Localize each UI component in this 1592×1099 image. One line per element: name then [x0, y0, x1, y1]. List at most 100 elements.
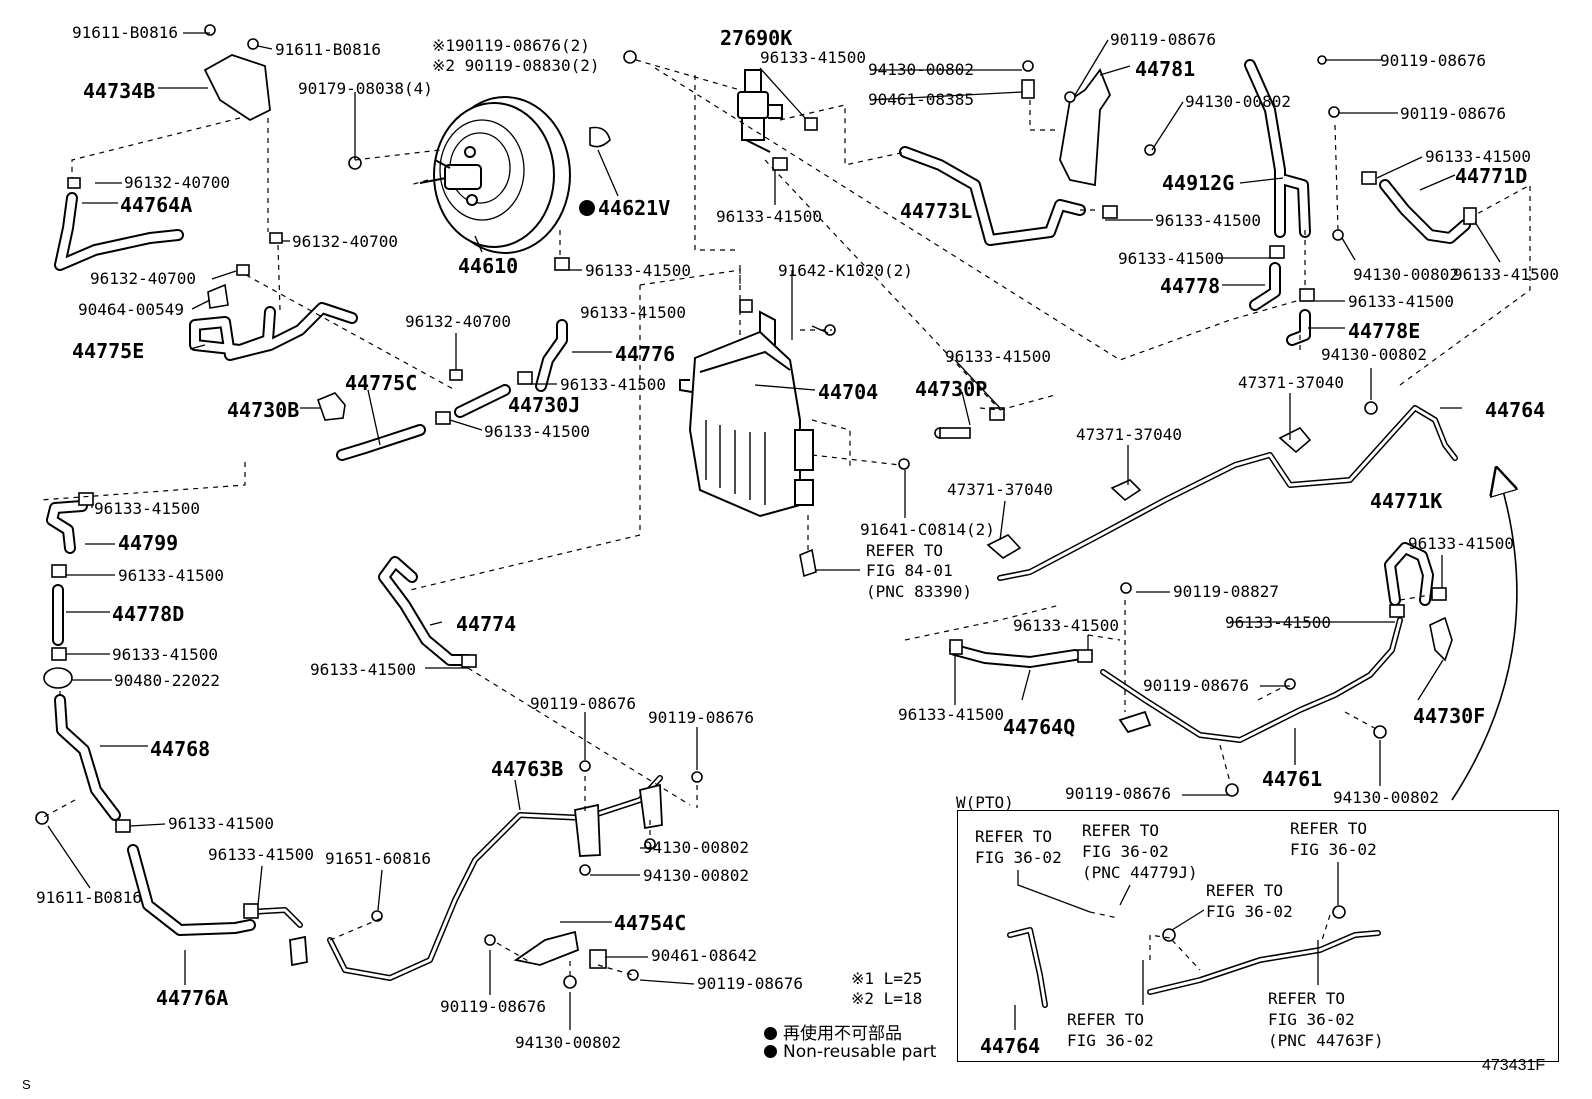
legend-english: Non-reusable part [764, 1042, 936, 1062]
part-label: 44610 [458, 254, 519, 278]
part-label: REFER TO [1082, 821, 1160, 840]
part-label: 44763B [491, 757, 564, 781]
part-label: 44774 [456, 612, 517, 636]
direction-arrow [1451, 480, 1517, 801]
pto-inset-frame [957, 810, 1559, 1062]
part-label: 96133-41500 [208, 845, 314, 864]
part-label: 44734B [83, 79, 156, 103]
part-label: 96133-41500 [580, 303, 686, 322]
note-length-2: ※2 L=18 [851, 989, 923, 1008]
part-label: 96133-41500 [1425, 147, 1531, 166]
part-label: 90119-08676 [530, 694, 636, 713]
part-label: 94130-00802 [1321, 345, 1427, 364]
reservoir-tank [679, 310, 814, 518]
fasteners [35, 24, 1477, 989]
dashed-guides [39, 59, 1531, 976]
part-label: 96133-41500 [1225, 613, 1331, 632]
part-label: 96132-40700 [124, 173, 230, 192]
part-label: 44775C [345, 371, 418, 395]
part-label: REFER TO [1206, 881, 1284, 900]
part-label: 94130-00802 [1353, 265, 1459, 284]
part-label: 91651-60816 [325, 849, 431, 868]
part-label: 90480-22022 [114, 671, 220, 690]
part-label: W(PTO) [956, 793, 1014, 812]
part-label: 44761 [1262, 767, 1323, 791]
part-label: REFER TO [975, 827, 1053, 846]
part-label: REFER TO [1067, 1010, 1145, 1029]
part-label: 96133-41500 [484, 422, 590, 441]
part-label: 96132-40700 [90, 269, 196, 288]
part-label: 96133-41500 [898, 705, 1004, 724]
part-label: 96132-40700 [292, 232, 398, 251]
part-label: 90119-08676 [1380, 51, 1486, 70]
brake-booster [419, 96, 571, 254]
vacuum-valve [737, 69, 783, 153]
part-label: 44778D [112, 602, 185, 626]
part-label: 96133-41500 [1408, 534, 1514, 553]
part-label: 90119-08676 [1143, 676, 1249, 695]
legend-english-text: Non-reusable part [783, 1042, 937, 1062]
part-label: 90119-08676 [440, 997, 546, 1016]
part-label: 96133-41500 [1118, 249, 1224, 268]
part-label: 91611-B0816 [275, 40, 381, 59]
part-label: 91611-B0816 [72, 23, 178, 42]
part-label: FIG 36-02 [1067, 1031, 1154, 1050]
part-label: 44771D [1455, 164, 1528, 188]
part-label: 44776 [615, 342, 676, 366]
part-label: 44764Q [1003, 715, 1076, 739]
part-label: 94130-00802 [1185, 92, 1291, 111]
part-label: ※190119-08676(2) [432, 36, 590, 55]
part-label: 44781 [1135, 57, 1196, 81]
part-label: 96133-41500 [310, 660, 416, 679]
part-label: ※2 90119-08830(2) [432, 56, 600, 75]
part-label: 90461-08642 [651, 946, 757, 965]
part-label: 96133-41500 [585, 261, 691, 280]
legend-japanese: 再使用不可部品 [764, 1019, 902, 1044]
part-label: 44704 [818, 380, 879, 404]
part-label: 47371-37040 [1076, 425, 1182, 444]
part-label: 44776A [156, 986, 229, 1010]
part-label: 44799 [118, 531, 179, 555]
part-label: FIG 36-02 [1268, 1010, 1355, 1029]
part-label: (PNC 44779J) [1082, 863, 1198, 882]
part-label: FIG 36-02 [1290, 840, 1377, 859]
part-label: FIG 36-02 [1206, 902, 1293, 921]
hoses [46, 59, 1471, 936]
vacuum-pipes [247, 405, 1458, 1008]
part-label: 44730P [915, 377, 988, 401]
part-label: 94130-00802 [868, 60, 974, 79]
part-label: 94130-00802 [643, 866, 749, 885]
part-label: FIG 36-02 [1082, 842, 1169, 861]
part-label: 90119-08676 [697, 974, 803, 993]
part-label: 96133-41500 [168, 814, 274, 833]
part-label: REFER TO [1268, 989, 1346, 1008]
part-label: 44730B [227, 398, 300, 422]
part-label: 94130-00802 [515, 1033, 621, 1052]
part-label: 44754C [614, 911, 687, 935]
part-label: 27690K [720, 26, 793, 50]
part-label: 44764A [120, 193, 193, 217]
part-label: FIG 36-02 [975, 848, 1062, 867]
part-label: REFER TO [1290, 819, 1368, 838]
part-label: REFER TO [866, 541, 944, 560]
part-label: 44764 [1485, 398, 1546, 422]
figure-code: 473431F [1482, 1057, 1546, 1074]
corner-mark: S [22, 1077, 31, 1092]
part-label: 94130-00802 [1333, 788, 1439, 807]
part-label: 47371-37040 [947, 480, 1053, 499]
part-label: 96133-41500 [118, 566, 224, 585]
part-label: 44912G [1162, 171, 1235, 195]
part-label: 96133-41500 [560, 375, 666, 394]
part-label: 44621V [598, 196, 671, 220]
part-label: 96133-41500 [1013, 616, 1119, 635]
part-label: 96132-40700 [405, 312, 511, 331]
legend-japanese-text: 再使用不可部品 [783, 1024, 902, 1044]
part-label: 90119-08827 [1173, 582, 1279, 601]
part-label: 96133-41500 [94, 499, 200, 518]
non-reusable-dot-icon [764, 1027, 777, 1040]
part-label: 90119-08676 [648, 708, 754, 727]
part-label: 44730J [508, 393, 581, 417]
non-reusable-dot-icon [764, 1045, 777, 1058]
